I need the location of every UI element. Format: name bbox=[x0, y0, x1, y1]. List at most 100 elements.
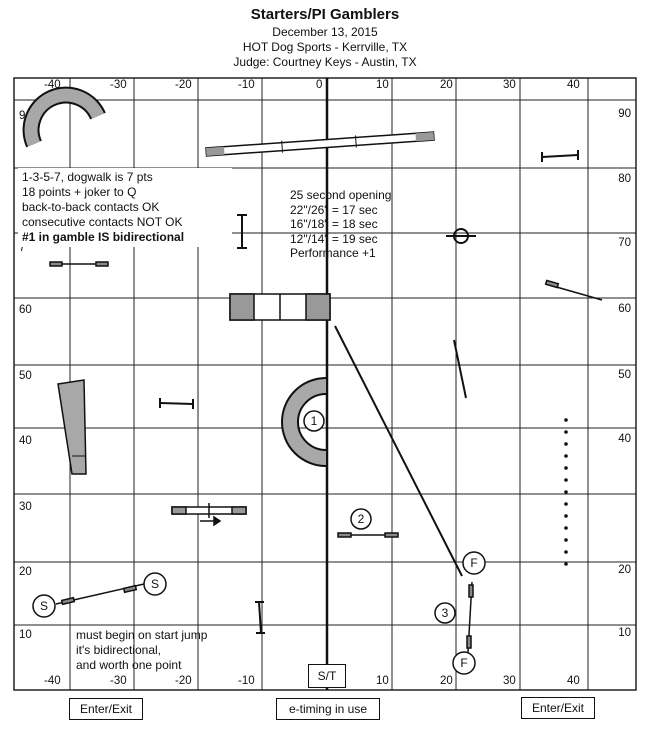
curved-tunnel-top-left-fill bbox=[24, 88, 104, 147]
gamble-line bbox=[334, 325, 463, 577]
boundary-dot bbox=[564, 538, 568, 542]
x-tick: 20 bbox=[440, 675, 453, 687]
boundary-dot bbox=[564, 526, 568, 530]
y-tick: 10 bbox=[618, 627, 631, 639]
jump-vertical-right bbox=[453, 339, 467, 399]
rules-line: #1 in gamble IS bidirectional bbox=[22, 230, 185, 244]
marker-circle-2 bbox=[350, 508, 372, 530]
marker-3: 3 bbox=[442, 606, 449, 620]
e-timing-label: e-timing in use bbox=[276, 698, 380, 720]
jump-bottom-left bbox=[255, 601, 265, 634]
start-note: must begin on start jump it's bidirectio… bbox=[76, 628, 207, 673]
y-tick: 20 bbox=[19, 566, 32, 578]
marker-f-bottom: F bbox=[460, 656, 467, 670]
boundary-dot bbox=[564, 562, 568, 566]
jump-left-47 bbox=[159, 398, 194, 409]
y-tick: 70 bbox=[618, 237, 631, 249]
rules-line: 18 points + joker to Q bbox=[22, 185, 137, 199]
y-tick: 20 bbox=[618, 564, 631, 576]
tire bbox=[446, 228, 476, 244]
rules-note: 1-3-5-7, dogwalk is 7 pts 18 points + jo… bbox=[18, 168, 232, 247]
x-tick: -30 bbox=[110, 675, 127, 687]
y-tick: 40 bbox=[618, 433, 631, 445]
x-tick: 40 bbox=[567, 79, 580, 91]
enter-exit-left[interactable]: Enter/Exit bbox=[69, 698, 143, 720]
boundary-dot bbox=[564, 418, 568, 422]
y-tick: 7 bbox=[19, 242, 26, 254]
opening-line: 16"/18" = 18 sec bbox=[290, 217, 378, 231]
rules-line: consecutive contacts NOT OK bbox=[22, 215, 183, 229]
gamble-jump-2 bbox=[337, 532, 399, 538]
marker-2: 2 bbox=[358, 512, 365, 526]
jump-top-right bbox=[541, 150, 579, 162]
dotted-boundary bbox=[564, 418, 568, 566]
dogwalk bbox=[205, 131, 435, 157]
rules-line: 1-3-5-7, dogwalk is 7 pts bbox=[22, 170, 153, 184]
opening-line: 12"/14" = 19 sec bbox=[290, 231, 378, 246]
x-tick: -40 bbox=[44, 675, 61, 687]
jump-vertical-left bbox=[237, 214, 247, 249]
marker-s-left: S bbox=[40, 599, 48, 613]
boundary-dot bbox=[564, 478, 568, 482]
opening-line: Performance +1 bbox=[290, 246, 376, 260]
x-tick: 0 bbox=[316, 79, 323, 91]
marker-circle-f-top bbox=[462, 551, 486, 575]
x-tick: -10 bbox=[238, 79, 255, 91]
boundary-dot bbox=[564, 442, 568, 446]
marker-1: 1 bbox=[311, 414, 318, 428]
marker-s-right: S bbox=[151, 577, 159, 591]
start-note-line: and worth one point bbox=[76, 658, 182, 672]
teeter-arrow-icon bbox=[200, 515, 222, 527]
boundary-dot bbox=[564, 490, 568, 494]
enter-exit-right[interactable]: Enter/Exit bbox=[521, 697, 595, 719]
boundary-dot bbox=[564, 550, 568, 554]
jump-right-62 bbox=[544, 279, 603, 301]
x-tick: -40 bbox=[44, 79, 61, 91]
y-tick: 10 bbox=[19, 629, 32, 641]
x-tick: 40 bbox=[567, 675, 580, 687]
rules-line: back-to-back contacts OK bbox=[22, 200, 160, 214]
y-tick: 30 bbox=[19, 501, 32, 513]
boundary-dot bbox=[564, 466, 568, 470]
event-judge: Judge: Courtney Keys - Austin, TX bbox=[233, 55, 417, 69]
x-tick: 10 bbox=[376, 675, 389, 687]
opening-note: 25 second opening 22"/26" = 17 sec 16"/1… bbox=[290, 188, 391, 261]
y-tick: 40 bbox=[19, 435, 32, 447]
chute-tunnel bbox=[57, 379, 87, 475]
boundary-dot bbox=[564, 430, 568, 434]
marker-f-top: F bbox=[470, 556, 477, 570]
marker-circle-3 bbox=[434, 602, 456, 624]
start-note-line: must begin on start jump bbox=[76, 628, 208, 642]
start-table-marker: S/T bbox=[308, 664, 346, 688]
x-tick: -20 bbox=[175, 675, 192, 687]
x-tick: 30 bbox=[503, 79, 516, 91]
marker-circle-s-left bbox=[32, 594, 56, 618]
a-frame bbox=[229, 293, 331, 321]
x-tick: -30 bbox=[110, 79, 127, 91]
y-tick: 90 bbox=[618, 108, 631, 120]
gamble-tunnel-1-fill bbox=[283, 379, 327, 465]
y-tick: 60 bbox=[19, 304, 32, 316]
boundary-dot bbox=[564, 502, 568, 506]
x-tick: -10 bbox=[238, 675, 255, 687]
event-date: December 13, 2015 bbox=[272, 25, 378, 39]
y-tick: 50 bbox=[19, 370, 32, 382]
x-tick: 30 bbox=[503, 675, 516, 687]
marker-circle-s-right bbox=[143, 572, 167, 596]
ring-border bbox=[13, 77, 637, 691]
start-note-line: it's bidirectional, bbox=[76, 643, 161, 657]
opening-line: 25 second opening bbox=[290, 188, 392, 202]
boundary-dot bbox=[564, 454, 568, 458]
start-jump bbox=[55, 583, 145, 606]
teeter bbox=[171, 503, 247, 518]
y-tick: 50 bbox=[618, 369, 631, 381]
jump-left-71 bbox=[49, 261, 109, 267]
opening-line: 22"/26" = 17 sec bbox=[290, 202, 378, 217]
boundary-dot bbox=[564, 514, 568, 518]
x-tick: 20 bbox=[440, 79, 453, 91]
x-tick: -20 bbox=[175, 79, 192, 91]
gamble-jump-3 bbox=[466, 581, 474, 653]
marker-circle-f-bottom bbox=[452, 651, 476, 675]
page-title: Starters/PI Gamblers bbox=[250, 6, 400, 23]
